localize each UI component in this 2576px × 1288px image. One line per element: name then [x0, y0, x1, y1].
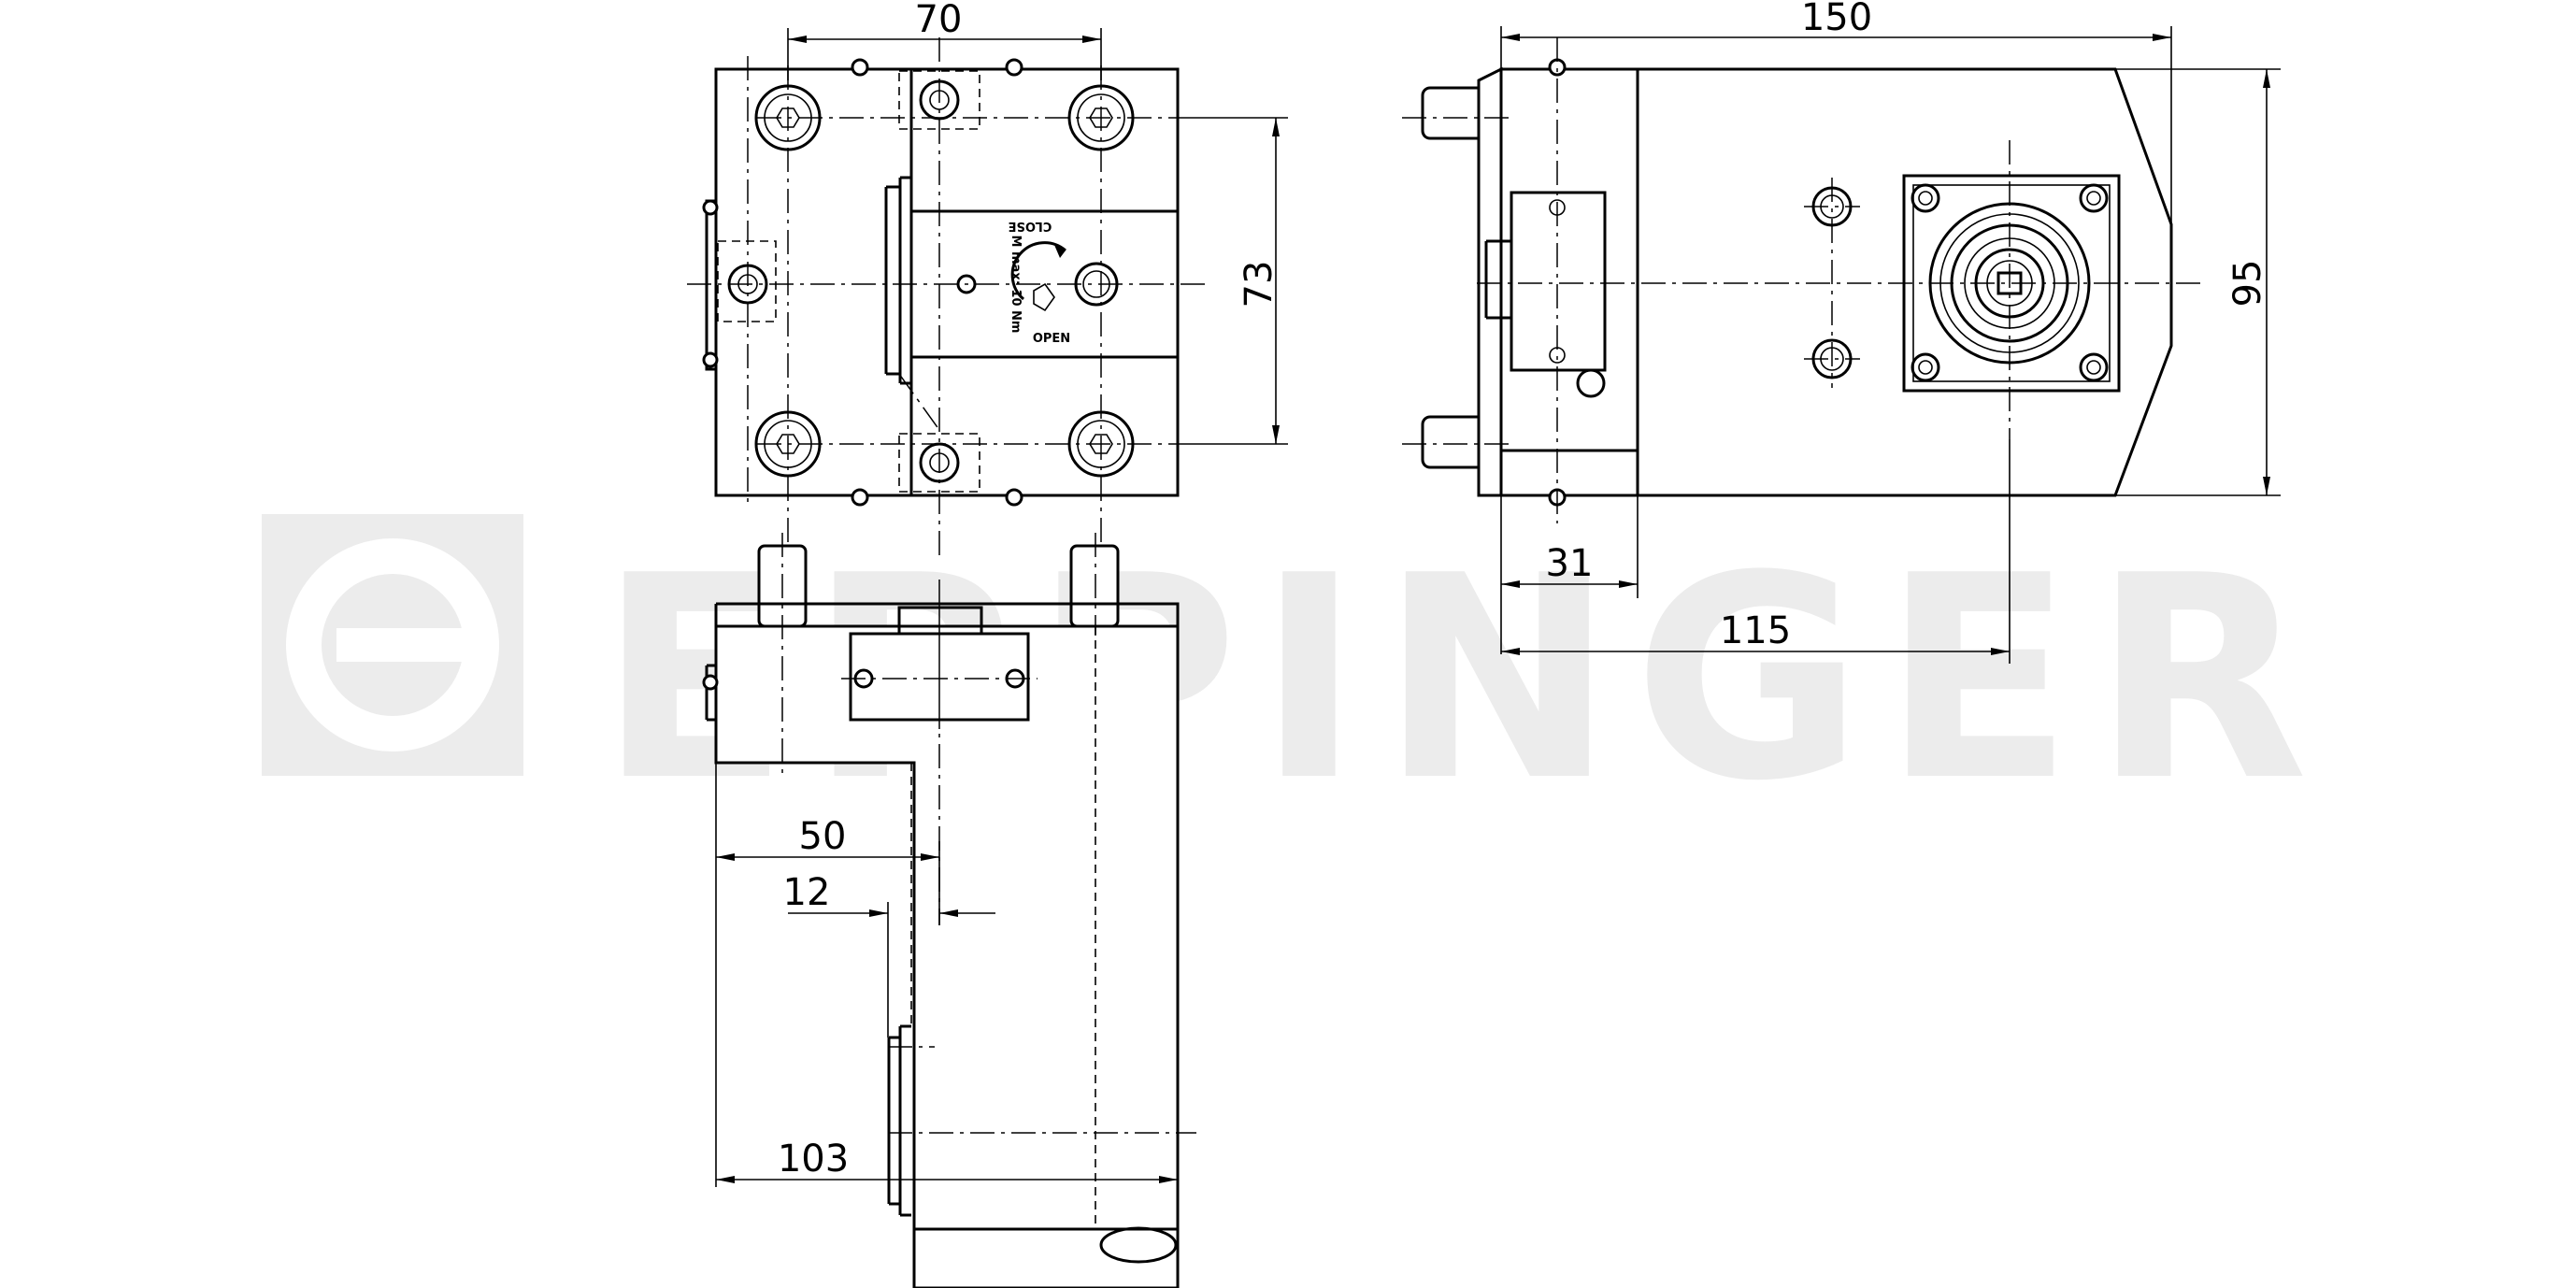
front-view — [702, 533, 1196, 1288]
dim-95: 95 — [2226, 260, 2269, 308]
torque-label: M max: 10 Nm — [1009, 236, 1023, 334]
top-view-groove — [884, 185, 900, 376]
front-groove — [887, 1024, 911, 1217]
watermark-logo-ring — [286, 538, 499, 751]
stud-bottom-2 — [1005, 488, 1023, 507]
top-view: CLOSE OPEN M max: 10 Nm — [687, 37, 1206, 561]
watermark: EPPINGER — [262, 514, 2309, 842]
close-label: CLOSE — [1009, 219, 1052, 233]
dim-31: 31 — [1546, 542, 1594, 585]
front-view-dimensions: 50 12 103 — [715, 763, 1178, 1187]
top-view-body — [714, 67, 1180, 497]
side-cover-plate — [1510, 191, 1607, 372]
dim-50: 50 — [799, 815, 847, 858]
hex-key-icon — [1033, 282, 1055, 312]
front-pin-right — [1069, 544, 1120, 628]
top-view-dimensions: 70 73 — [787, 0, 1288, 445]
open-label: OPEN — [1033, 332, 1070, 346]
dim-73: 73 — [1238, 261, 1281, 308]
side-screw — [1576, 368, 1606, 398]
rotate-arrow-icon — [1010, 241, 1066, 301]
stud-left-1 — [702, 199, 719, 216]
side-cover-tab — [1484, 239, 1511, 320]
front-coolant-hole — [1099, 1226, 1178, 1264]
dim-70: 70 — [915, 0, 963, 41]
front-body — [714, 624, 1180, 1288]
side-flange — [1477, 66, 1503, 497]
side-body-divisions — [1499, 69, 1639, 495]
stud-top-1 — [851, 58, 869, 77]
front-top-edge — [714, 602, 1180, 626]
watermark-logo-bar — [336, 628, 477, 662]
dim-103: 103 — [778, 1138, 849, 1181]
side-view — [1402, 37, 2206, 523]
stud-bottom-1 — [851, 488, 869, 507]
stud-left-2 — [702, 351, 719, 368]
front-cover-tab — [897, 606, 983, 634]
side-view-dimensions: 150 95 31 115 — [1500, 0, 2281, 664]
flange-bolts — [1911, 183, 2109, 382]
dim-150: 150 — [1801, 0, 1872, 39]
dim-12: 12 — [783, 871, 831, 914]
dim-115: 115 — [1720, 609, 1791, 652]
stud-top-2 — [1005, 58, 1023, 77]
